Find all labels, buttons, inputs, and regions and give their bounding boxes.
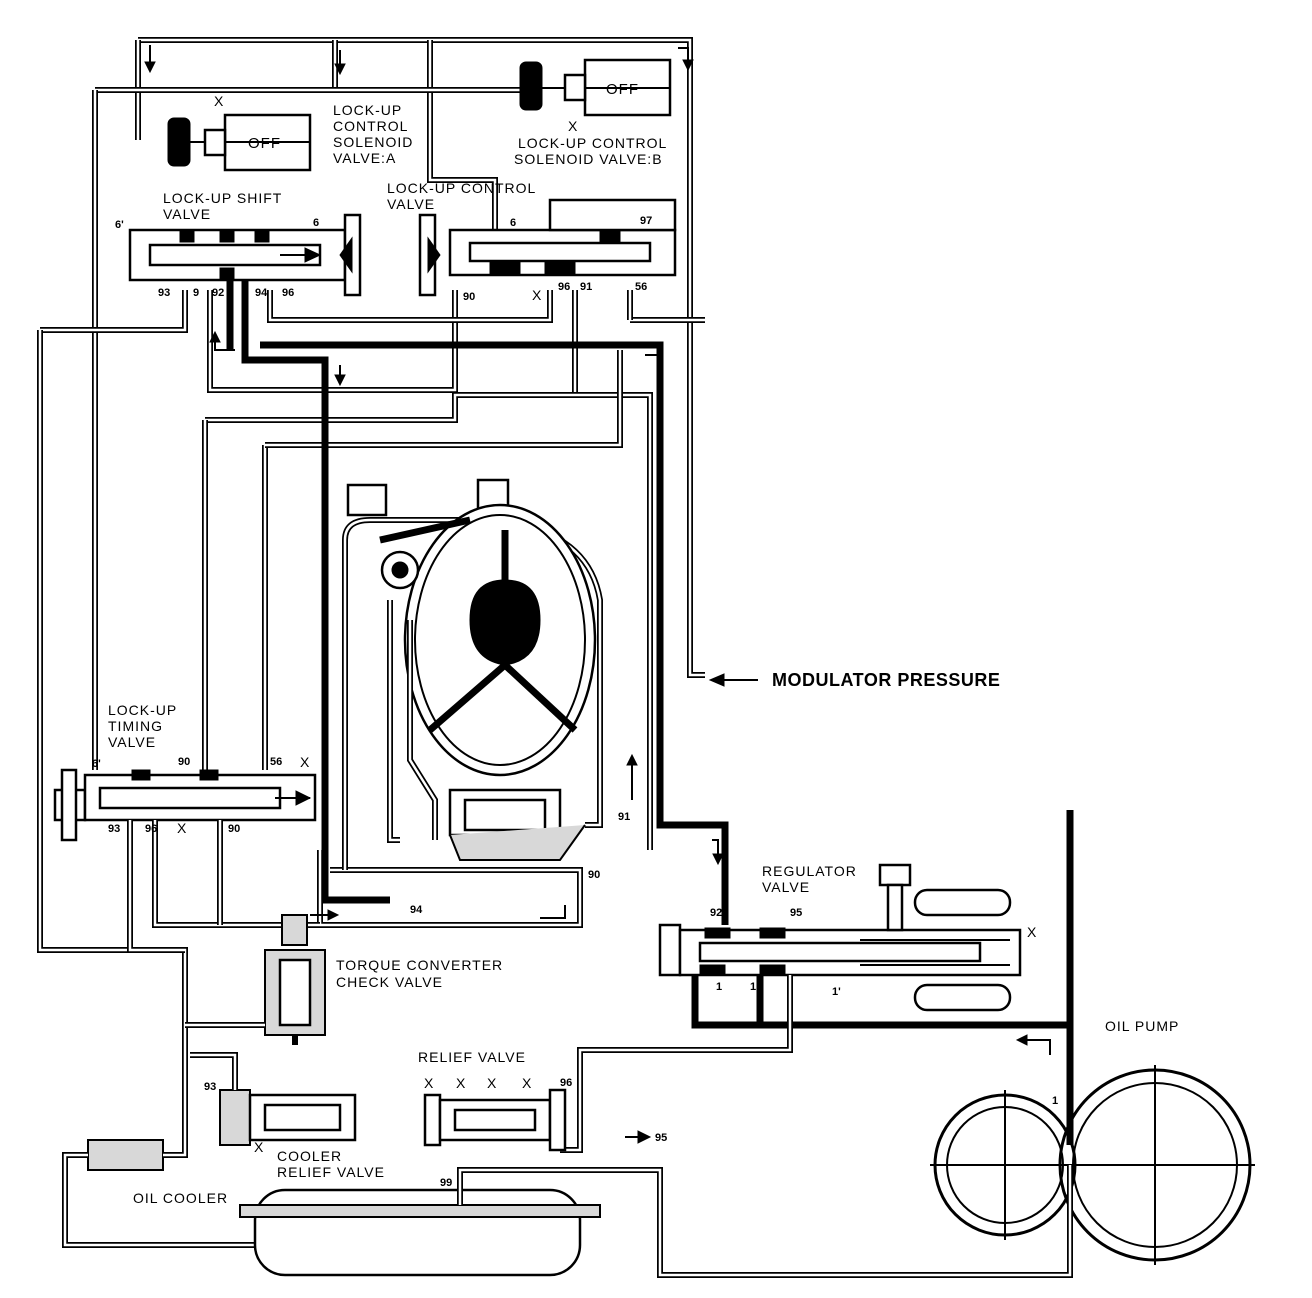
port-1-pump: 1 <box>1052 1095 1058 1107</box>
port-90-top: 90 <box>463 291 475 303</box>
x-mark: X <box>177 820 187 836</box>
relief-valve-label: RELIEF VALVE <box>418 1049 526 1065</box>
port-numbers: 6' 6 6 97 93 9 92 94 96 90 96 91 56 6' 9… <box>92 215 1058 1189</box>
port-93-bot: 93 <box>204 1081 216 1093</box>
cooler-relief-valve <box>190 1052 357 1146</box>
check-valve-label-2: CHECK VALVE <box>336 974 443 990</box>
torque-converter <box>317 478 603 928</box>
solenoid-a-label-2: CONTROL <box>333 118 408 134</box>
lockup-timing-valve <box>53 768 320 953</box>
x-mark: X <box>532 287 542 303</box>
port-96-ctrl: 96 <box>558 281 570 293</box>
x-mark: X <box>1027 924 1037 940</box>
port-92-reg: 92 <box>710 907 722 919</box>
oil-cooler-label: OIL COOLER <box>133 1190 228 1206</box>
oil-pump-label: OIL PUMP <box>1105 1018 1179 1034</box>
thick-pressure-lines <box>226 280 1074 1145</box>
port-9: 9 <box>193 287 199 299</box>
port-90-mid: 90 <box>178 756 190 768</box>
port-1b: 1 <box>750 981 756 993</box>
relief-valve <box>423 1088 652 1152</box>
control-valve-label-2: VALVE <box>387 196 435 212</box>
port-6b: 6 <box>510 217 516 229</box>
modulator-lines <box>37 37 705 1055</box>
solenoid-valve-b <box>519 58 672 117</box>
port-94-top: 94 <box>255 287 268 299</box>
port-92-top: 92 <box>212 287 224 299</box>
port-96-bot: 96 <box>560 1077 572 1089</box>
x-mark: X <box>254 1139 264 1155</box>
solenoid-b-label-1: LOCK-UP CONTROL <box>518 135 667 151</box>
timing-valve-label-2: TIMING <box>108 718 163 734</box>
solenoid-b-state: OFF <box>606 81 639 98</box>
oil-pump <box>930 1065 1255 1265</box>
regulator-valve-label-1: REGULATOR <box>762 863 857 879</box>
shift-valve-label-2: VALVE <box>163 206 211 222</box>
port-99: 99 <box>440 1177 452 1189</box>
cooler-relief-label-1: COOLER <box>277 1148 342 1164</box>
port-90-right: 90 <box>588 869 600 881</box>
torque-converter-check-valve <box>185 914 326 1045</box>
port-93-mid: 93 <box>108 823 120 835</box>
upper-valve-frame <box>202 290 653 850</box>
port-96-top: 96 <box>282 287 294 299</box>
solenoid-b-label-2: SOLENOID VALVE:B <box>514 151 663 167</box>
solenoid-valve-a <box>167 113 312 172</box>
x-mark: X <box>214 93 224 109</box>
component-labels: LOCK-UP CONTROL SOLENOID VALVE:A LOCK-UP… <box>108 102 1179 1206</box>
solenoid-a-label-4: VALVE:A <box>333 150 396 166</box>
lockup-control-valve <box>418 198 677 297</box>
cooler-relief-label-2: RELIEF VALVE <box>277 1164 385 1180</box>
port-95-out: 95 <box>655 1132 667 1144</box>
timing-valve-label-1: LOCK-UP <box>108 702 177 718</box>
port-1a: 1 <box>716 981 722 993</box>
x-mark: X <box>568 118 578 134</box>
port-93-top: 93 <box>158 287 170 299</box>
port-96-mid: 96 <box>145 823 157 835</box>
port-90-mid2: 90 <box>228 823 240 835</box>
port-94-bot: 94 <box>410 904 423 916</box>
x-mark: X <box>522 1075 532 1091</box>
port-6p-mid: 6' <box>92 758 101 770</box>
port-6p-top: 6' <box>115 219 124 231</box>
oil-cooler <box>62 1055 1073 1278</box>
port-95-reg: 95 <box>790 907 802 919</box>
port-6-top: 6 <box>313 217 319 229</box>
regulator-valve-label-2: VALVE <box>762 879 810 895</box>
lockup-shift-valve <box>128 213 362 297</box>
solenoid-a-state: OFF <box>248 135 281 152</box>
x-mark: X <box>456 1075 466 1091</box>
shift-valve-label-1: LOCK-UP SHIFT <box>163 190 282 206</box>
control-valve-label-1: LOCK-UP CONTROL <box>387 180 536 196</box>
check-valve-label-1: TORQUE CONVERTER <box>336 957 503 973</box>
solenoid-a-label-3: SOLENOID <box>333 134 413 150</box>
port-1c: 1' <box>832 986 841 998</box>
port-91-top: 91 <box>580 281 592 293</box>
x-marks: X X X X X X X X X X X <box>177 93 1037 1155</box>
flow-arrows <box>144 45 1051 1055</box>
modulator-pressure-label: MODULATOR PRESSURE <box>772 670 1000 690</box>
port-56-top: 56 <box>635 281 647 293</box>
port-56-mid: 56 <box>270 756 282 768</box>
timing-valve-label-3: VALVE <box>108 734 156 750</box>
x-mark: X <box>300 754 310 770</box>
port-91-mid: 91 <box>618 811 630 823</box>
solenoid-a-label-1: LOCK-UP <box>333 102 402 118</box>
regulator-valve <box>560 863 1022 1153</box>
port-97: 97 <box>640 215 652 227</box>
x-mark: X <box>424 1075 434 1091</box>
x-mark: X <box>487 1075 497 1091</box>
